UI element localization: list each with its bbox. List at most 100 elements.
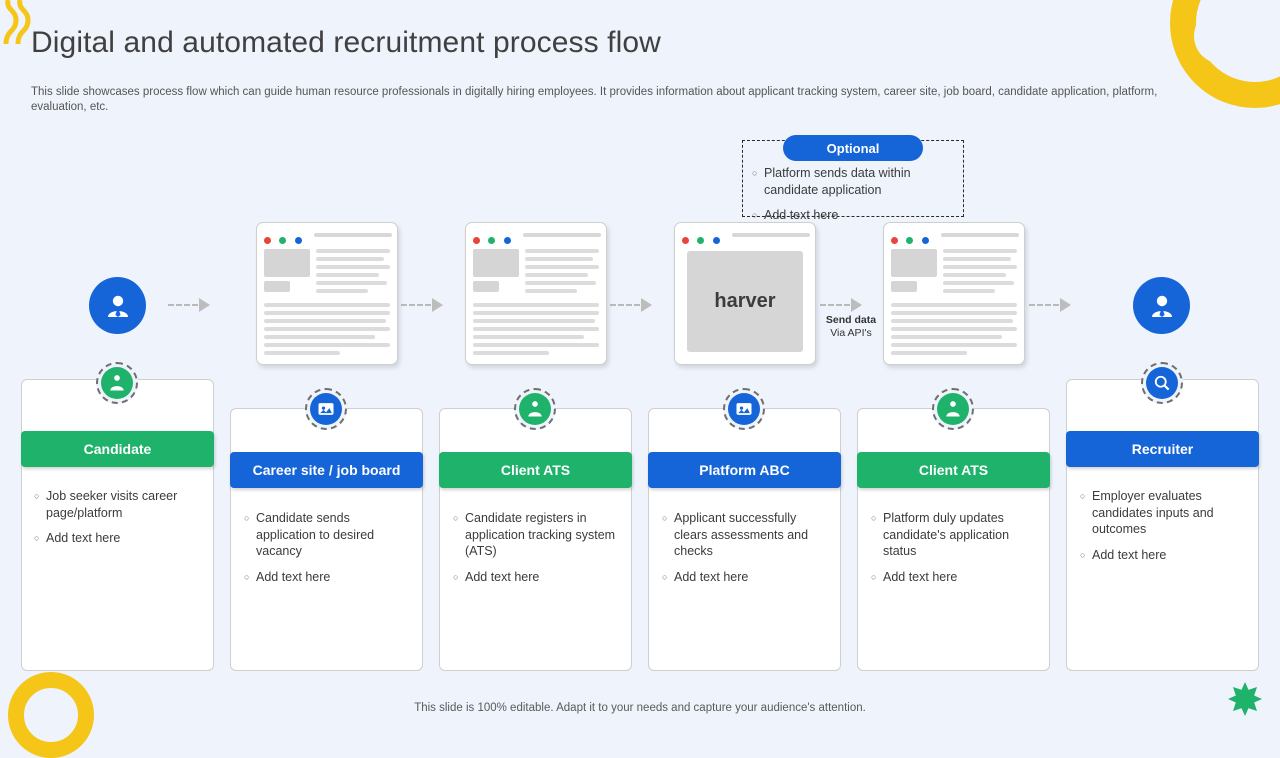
list-item: ○ Add text here <box>34 530 202 547</box>
card-client-ats-1 <box>439 408 632 671</box>
list-item: ○ Job seeker visits career page/platform <box>34 488 202 521</box>
list-item: ○Add text here <box>662 569 830 586</box>
card-candidate <box>21 379 214 671</box>
window-close-dot <box>473 237 480 244</box>
card-list-recruiter: ○ Employer evaluates candidates inputs an… <box>1080 488 1248 573</box>
decor-corner-circle-inner <box>1194 8 1250 64</box>
window-min-dot <box>279 237 287 244</box>
decor-bottom-circle <box>8 672 94 758</box>
flow-arrow <box>168 298 210 312</box>
list-item: ○ Add text here <box>1080 547 1248 564</box>
address-bar <box>941 233 1019 237</box>
bullet-marker-icon: ○ <box>244 513 250 523</box>
send-data-line1: Send data <box>825 314 877 326</box>
card-title-client-ats-2: Client ATS <box>857 452 1050 488</box>
bullet-marker-icon: ○ <box>1080 491 1086 501</box>
list-item-text: Add text here <box>465 569 540 584</box>
list-item-text: Add text here <box>46 531 121 545</box>
flow-arrow <box>820 298 862 312</box>
list-item: ○ Add text here <box>871 569 1039 586</box>
card-career-site <box>230 408 423 671</box>
list-item-text: Employer evaluates candidates inputs and… <box>1092 489 1214 536</box>
footer-note: This slide is 100% editable. Adapt it to… <box>414 702 866 714</box>
content-thumbnail-small <box>891 281 917 292</box>
list-item-text: Add text here <box>764 208 839 222</box>
list-item: ○ Employer evaluates candidates inputs an… <box>1080 488 1248 538</box>
badge-career-site <box>305 388 347 430</box>
list-item-text: Platform duly updates candidate's applic… <box>883 511 1010 558</box>
candidate-person-icon <box>101 367 133 399</box>
list-item-text: Add text here <box>674 569 749 584</box>
browser-window-career-site <box>256 222 398 365</box>
card-title-candidate: Candidate <box>21 431 214 467</box>
avatar-candidate <box>89 277 146 334</box>
list-item-text: Add text here <box>256 569 331 584</box>
content-thumbnail <box>264 249 310 277</box>
window-max-dot <box>503 237 511 244</box>
list-item-text: Candidate registers in application track… <box>465 511 616 558</box>
badge-platform-abc <box>723 388 765 430</box>
list-item-text: Applicant successfully clears assessment… <box>674 511 809 558</box>
decor-squiggle-icon <box>3 0 31 45</box>
bullet-marker-icon: ○ <box>244 571 250 582</box>
browser-title-bar <box>473 231 601 244</box>
badge-recruiter <box>1141 362 1183 404</box>
person-icon <box>107 295 128 317</box>
bullet-marker-icon: ○ <box>871 571 877 582</box>
recruiter-search-icon <box>1146 367 1178 399</box>
bullet-marker-icon: ○ <box>752 168 758 178</box>
page-title: Digital and automated recruitment proces… <box>31 26 661 59</box>
card-recruiter <box>1066 379 1259 671</box>
window-close-dot <box>264 237 271 244</box>
card-platform-abc <box>648 408 841 671</box>
address-bar <box>523 233 601 237</box>
content-thumbnail-small <box>264 281 290 292</box>
bullet-marker-icon: ○ <box>453 513 459 523</box>
decor-leaf-icon <box>1228 682 1262 716</box>
list-item: ○ Platform sends data within candidate a… <box>752 165 960 198</box>
badge-client-ats-1 <box>514 388 556 430</box>
address-bar <box>314 233 392 237</box>
flow-arrow <box>610 298 652 312</box>
address-bar <box>732 233 810 237</box>
window-close-dot <box>891 237 898 244</box>
browser-window-client-ats-update <box>883 222 1025 365</box>
bullet-marker-icon: ○ <box>1080 549 1086 560</box>
browser-title-bar <box>891 231 1019 244</box>
content-thumbnail <box>891 249 937 277</box>
window-min-dot <box>488 237 496 244</box>
platform-icon <box>728 393 760 425</box>
list-item-text: Add text here <box>1092 547 1167 562</box>
window-close-dot <box>682 237 689 244</box>
send-data-line2: Via API's <box>830 327 872 339</box>
card-title-client-ats-1: Client ATS <box>439 452 632 488</box>
optional-pill: Optional <box>783 135 923 161</box>
badge-candidate <box>96 362 138 404</box>
job-board-icon <box>310 393 342 425</box>
card-title-career-site: Career site / job board <box>230 452 423 488</box>
card-list-platform-abc: ○Applicant successfully clears assessmen… <box>662 510 830 595</box>
card-list-client-ats-2: ○ Platform duly updates candidate's appli… <box>871 510 1039 595</box>
avatar-recruiter <box>1133 277 1190 334</box>
card-title-platform-abc: Platform ABC <box>648 452 841 488</box>
list-item: ○Applicant successfully clears assessmen… <box>662 510 830 560</box>
content-thumbnail-small <box>473 281 499 292</box>
browser-window-client-ats <box>465 222 607 365</box>
list-item-text: Job seeker visits career page/platform <box>46 489 178 520</box>
browser-content <box>264 249 390 356</box>
window-min-dot <box>697 237 705 244</box>
browser-content <box>891 249 1017 356</box>
bullet-marker-icon: ○ <box>871 513 877 523</box>
browser-title-bar <box>682 231 810 244</box>
list-item-text: Platform sends data within candidate app… <box>764 166 911 197</box>
list-item: ○ Candidate registers in application trac… <box>453 510 621 560</box>
bullet-marker-icon: ○ <box>34 533 40 543</box>
content-thumbnail <box>473 249 519 277</box>
card-list-client-ats-1: ○ Candidate registers in application trac… <box>453 510 621 595</box>
list-item-text: Add text here <box>883 569 958 584</box>
bullet-marker-icon: ○ <box>34 491 40 501</box>
browser-title-bar <box>264 231 392 244</box>
window-max-dot <box>921 237 929 244</box>
ats-person-icon <box>937 393 969 425</box>
card-title-recruiter: Recruiter <box>1066 431 1259 467</box>
